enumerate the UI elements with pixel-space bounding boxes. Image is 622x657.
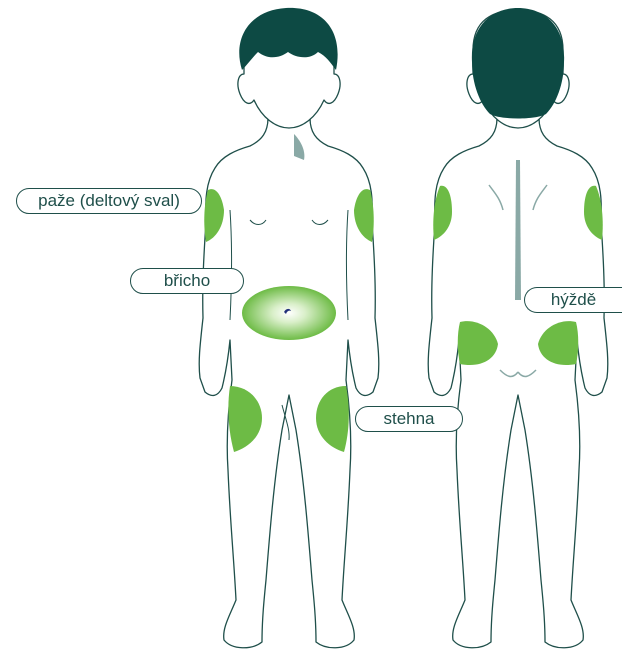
label-thighs: stehna <box>355 406 463 432</box>
back-hair <box>472 8 564 119</box>
label-buttocks: hýždě <box>524 287 622 313</box>
label-arm: paže (deltový sval) <box>16 188 202 214</box>
belly-zone <box>242 286 336 340</box>
spine-shadow <box>515 160 521 300</box>
label-belly: břicho <box>130 268 244 294</box>
